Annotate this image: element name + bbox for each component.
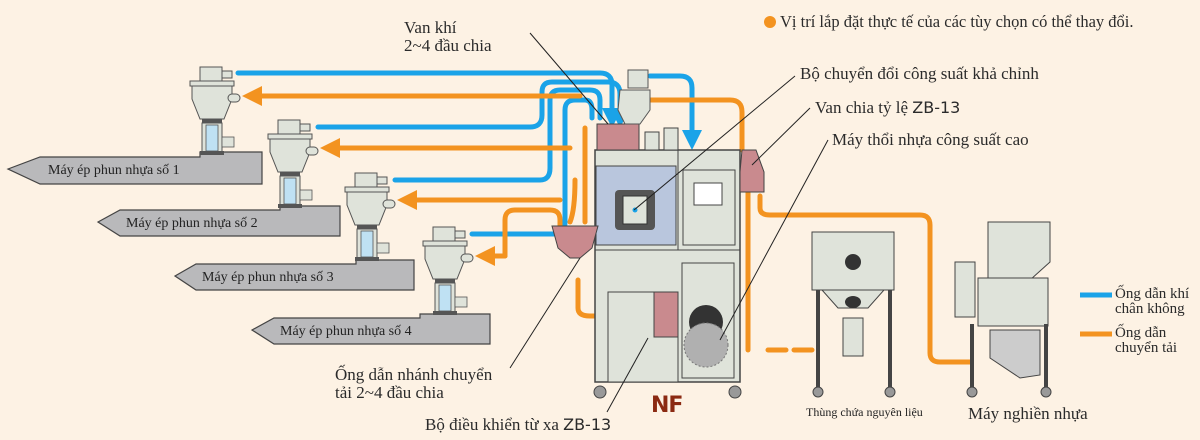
machine-label-1: Máy ép phun nhựa số 1 <box>48 163 180 178</box>
ratio-valve-code: ZB-13 <box>912 98 961 117</box>
callout-blower: Máy thổi nhựa công suất cao <box>832 130 1029 149</box>
material-hopper <box>811 231 896 398</box>
branch-pipe-sublabel: tải 2~4 đầu chia <box>335 383 444 402</box>
injection-machine-1 <box>6 66 263 185</box>
transport-lines <box>242 86 973 365</box>
legend-transport-line1: Ống dẫn <box>1115 325 1167 341</box>
branch-pipe-label: Ống dẫn nhánh chuyển <box>335 365 493 384</box>
legend-vacuum: Ống dẫn khí chân không <box>1115 287 1189 317</box>
branch-ratio-valve <box>551 225 599 259</box>
legend-vacuum-line1: Ống dẫn khí <box>1115 286 1190 302</box>
injection-machine-2 <box>96 119 341 237</box>
remote-code: ZB-13 <box>563 415 612 434</box>
injection-machine-4 <box>250 226 491 345</box>
air-valve-sublabel: 2~4 đầu chia <box>404 36 492 55</box>
nf-main-unit <box>593 69 742 399</box>
callout-ratio-valve: Van chia tỷ lệ ZB-13 <box>815 99 960 117</box>
leader-lines <box>509 32 829 413</box>
legend-vacuum-line2: chân không <box>1115 301 1185 317</box>
injection-machine-3 <box>173 172 415 291</box>
orange-dot-icon <box>764 16 776 28</box>
callout-branch-pipe: Ống dẫn nhánh chuyển tải 2~4 đầu chia <box>335 366 492 402</box>
legend-transport-line2: chuyển tải <box>1115 340 1178 356</box>
granulator <box>954 221 1052 398</box>
legend-transport: Ống dẫn chuyển tải <box>1115 326 1177 356</box>
machine-label-4: Máy ép phun nhựa số 4 <box>280 324 412 339</box>
installation-note: Vị trí lắp đặt thực tế của các tùy chọn … <box>764 12 1134 32</box>
machine-label-3: Máy ép phun nhựa số 3 <box>202 270 334 285</box>
remote-text: Bộ điều khiển từ xa <box>425 415 559 434</box>
callout-air-valve: Van khí 2~4 đầu chia <box>404 19 492 55</box>
ratio-valve-text: Van chia tỷ lệ <box>815 98 908 117</box>
hopper-label: Thùng chứa nguyên liệu <box>806 405 923 419</box>
ratio-valve-zb13 <box>739 149 765 193</box>
air-valve-label: Van khí <box>404 18 457 37</box>
note-text: Vị trí lắp đặt thực tế của các tùy chọn … <box>780 12 1134 31</box>
machine-label-2: Máy ép phun nhựa số 2 <box>126 216 258 231</box>
granulator-label: Máy nghiền nhựa <box>968 404 1088 423</box>
callout-remote-controller: Bộ điều khiển từ xa ZB-13 <box>425 416 611 434</box>
nf-brand-label: NF <box>651 393 683 418</box>
callout-power-converter: Bộ chuyển đổi công suất khả chỉnh <box>800 64 1039 83</box>
